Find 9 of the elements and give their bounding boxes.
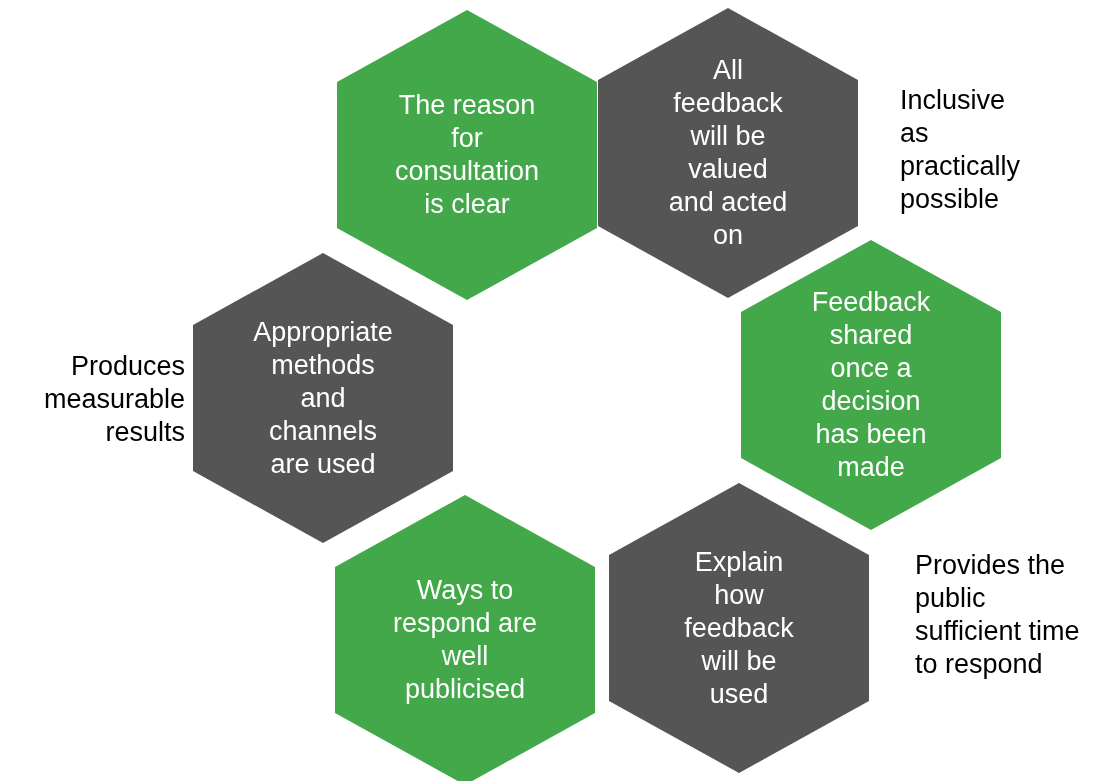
hexagon-label: Appropriate methods and channels are used	[253, 315, 393, 481]
side-note: Produces measurable results	[42, 350, 185, 449]
hexagon-label: Feedback shared once a decision has been made	[810, 286, 932, 484]
hexagon-label: The reason for consultation is clear	[393, 89, 541, 221]
hexagon-label: Explain how feedback will be used	[683, 545, 795, 711]
hexagon-label: All feedback will be valued and acted on	[668, 54, 788, 252]
side-note: Provides the public sufficient time to respond	[915, 549, 1081, 681]
side-note: Inclusive as practically possible	[900, 84, 1022, 216]
hexagon-label: Ways to respond are well publicised	[391, 574, 539, 706]
